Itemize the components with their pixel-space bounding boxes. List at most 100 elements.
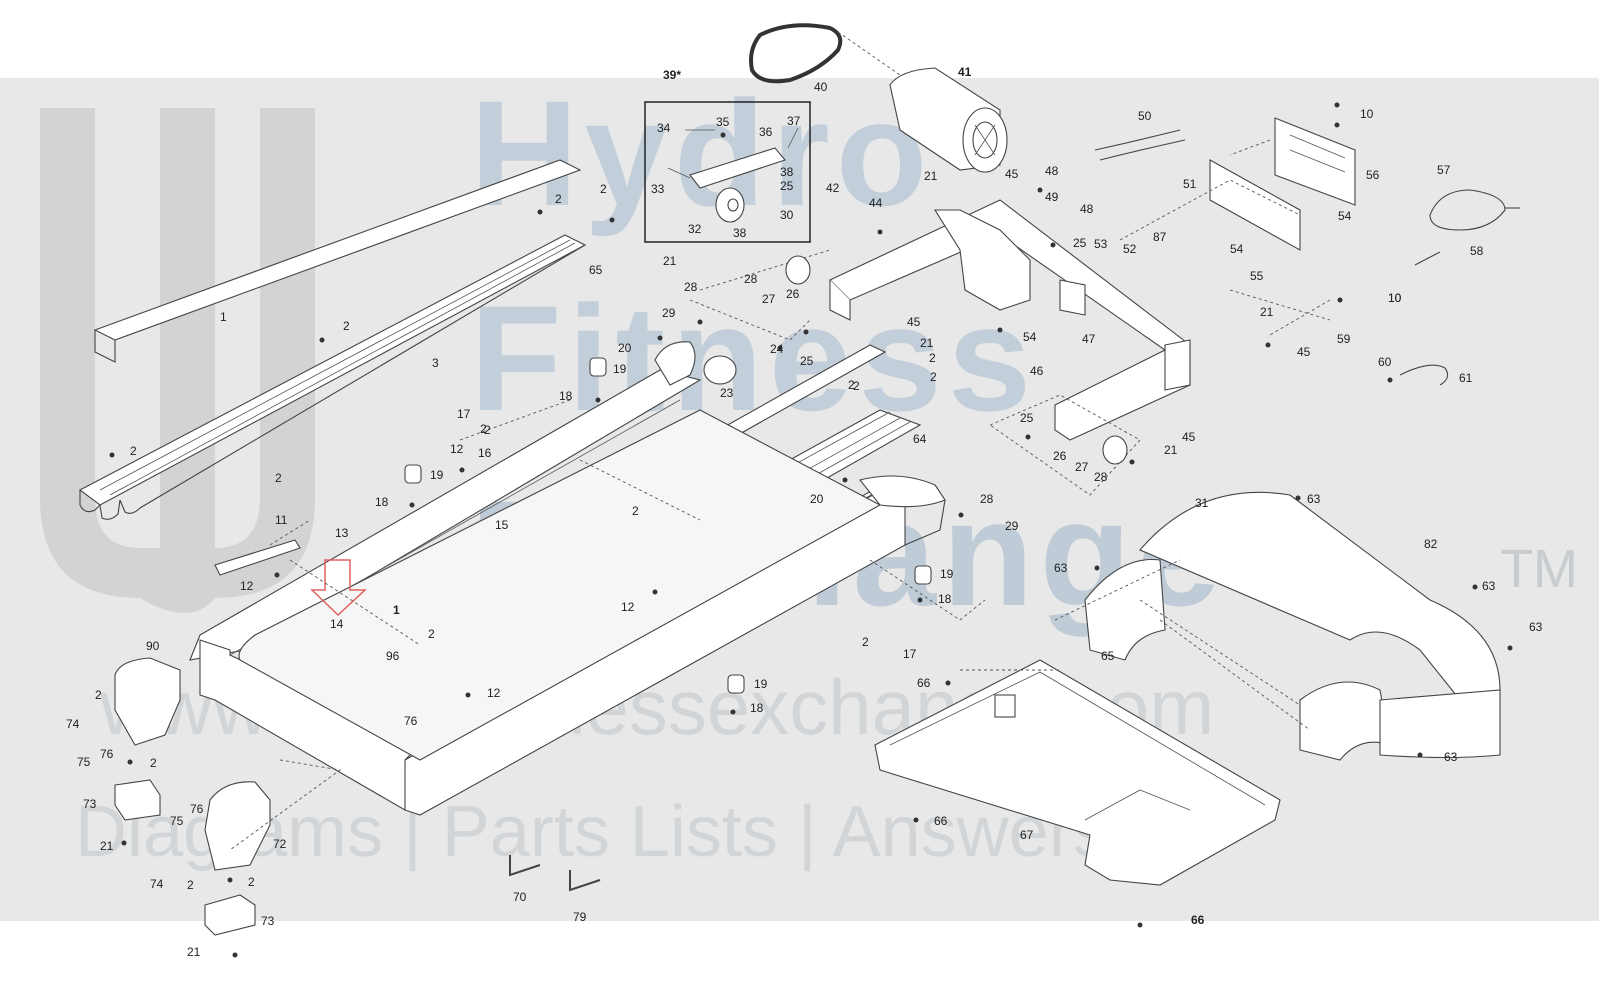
part-label: 56 (1366, 168, 1380, 182)
part-label: 2 (848, 378, 855, 392)
part-label: 66 (1191, 913, 1205, 927)
drive-belt (749, 23, 843, 84)
part-label: 48 (1045, 164, 1059, 178)
part-label: 2 (600, 182, 607, 196)
part-label: 44 (869, 196, 883, 210)
part-label: 25 (1073, 236, 1087, 250)
part-label: 65 (589, 263, 603, 277)
part-label: 25 (800, 354, 814, 368)
part-label: 21 (100, 839, 114, 853)
rollers (703, 255, 1128, 465)
part-label: 38 (780, 165, 794, 179)
part-label: 82 (1424, 537, 1438, 551)
power-cord (1414, 189, 1520, 266)
drive-motor (889, 67, 1008, 173)
part-label: 63 (1307, 492, 1321, 506)
part-label: 1 (393, 603, 400, 617)
part-label: 31 (1195, 496, 1209, 510)
part-label: 19 (613, 362, 627, 376)
watermark-trademark: TM (1500, 539, 1578, 599)
part-label: 41 (958, 65, 972, 79)
part-label: 21 (924, 169, 938, 183)
part-label: 54 (1023, 330, 1037, 344)
part-label: 21 (1260, 305, 1274, 319)
part-label: 18 (375, 495, 389, 509)
upright-base-frame (829, 199, 1191, 441)
part-label: 26 (786, 287, 800, 301)
part-label: 73 (261, 914, 275, 928)
part-label: 28 (744, 272, 758, 286)
walking-belt (214, 409, 882, 761)
part-label: 87 (1153, 230, 1167, 244)
part-label: 2 (428, 627, 435, 641)
part-label: 2 (930, 370, 937, 384)
motor-hood (1084, 491, 1501, 761)
part-label: 42 (826, 181, 840, 195)
part-label: 32 (688, 222, 702, 236)
part-label: 2 (150, 756, 157, 770)
part-label: 27 (1075, 460, 1089, 474)
part-label: 79 (573, 910, 587, 924)
part-label: 70 (513, 890, 527, 904)
part-label: 46 (1030, 364, 1044, 378)
part-label: 47 (1082, 332, 1096, 346)
part-label: 2 (275, 471, 282, 485)
part-label: 53 (1094, 237, 1108, 251)
part-label: 33 (651, 182, 665, 196)
idler-assembly-box (644, 101, 811, 243)
part-label: 15 (495, 518, 509, 532)
part-label: 2 (555, 192, 562, 206)
part-label: 61 (1459, 371, 1473, 385)
part-label: 2 (248, 875, 255, 889)
part-label: 72 (273, 837, 287, 851)
part-label: 19 (430, 468, 444, 482)
part-label: 13 (335, 526, 349, 540)
part-label: 24 (770, 342, 784, 356)
part-label: 34 (657, 121, 671, 135)
part-label: 19 (754, 677, 768, 691)
part-label: 75 (77, 755, 91, 769)
part-label: 21 (1164, 443, 1178, 457)
part-label: 28 (980, 492, 994, 506)
part-label: 63 (1444, 750, 1458, 764)
part-label: 17 (457, 407, 471, 421)
part-label: 75 (170, 814, 184, 828)
part-label: 17 (903, 647, 917, 661)
part-label: 2 (929, 351, 936, 365)
part-label: 36 (759, 125, 773, 139)
tools (509, 855, 601, 892)
part-label: 11 (275, 513, 288, 527)
wire-harness (1094, 129, 1449, 386)
part-label: 18 (938, 592, 952, 606)
part-label: 10 (1388, 291, 1402, 305)
isolators (404, 357, 932, 694)
part-label: 20 (810, 492, 824, 506)
controller-board (1209, 117, 1356, 251)
side-rail-left (78, 159, 587, 520)
part-label: 19 (940, 567, 954, 581)
part-label: 35 (716, 115, 730, 129)
part-label: 2 (343, 319, 350, 333)
assembly-guides (229, 31, 1331, 851)
part-label: 2 (95, 688, 102, 702)
main-frame (189, 341, 946, 816)
part-label: 10 (1388, 291, 1402, 305)
part-label: 2 (187, 878, 194, 892)
part-label: 64 (913, 432, 927, 446)
fasteners (109, 102, 1513, 958)
part-label: 66 (934, 814, 948, 828)
part-label: 90 (146, 639, 160, 653)
base-pan (874, 659, 1281, 886)
part-label: 18 (750, 701, 764, 715)
part-label: 1 (220, 310, 227, 324)
part-label: 16 (478, 446, 492, 460)
part-label: 2 (632, 504, 639, 518)
part-label: 63 (1529, 620, 1543, 634)
part-label: 37 (787, 114, 801, 128)
watermark-line2: Fitness (470, 274, 1038, 442)
part-label: 76 (100, 747, 114, 761)
part-label: 49 (1045, 190, 1059, 204)
part-label: 96 (386, 649, 400, 663)
part-label: 73 (83, 797, 97, 811)
